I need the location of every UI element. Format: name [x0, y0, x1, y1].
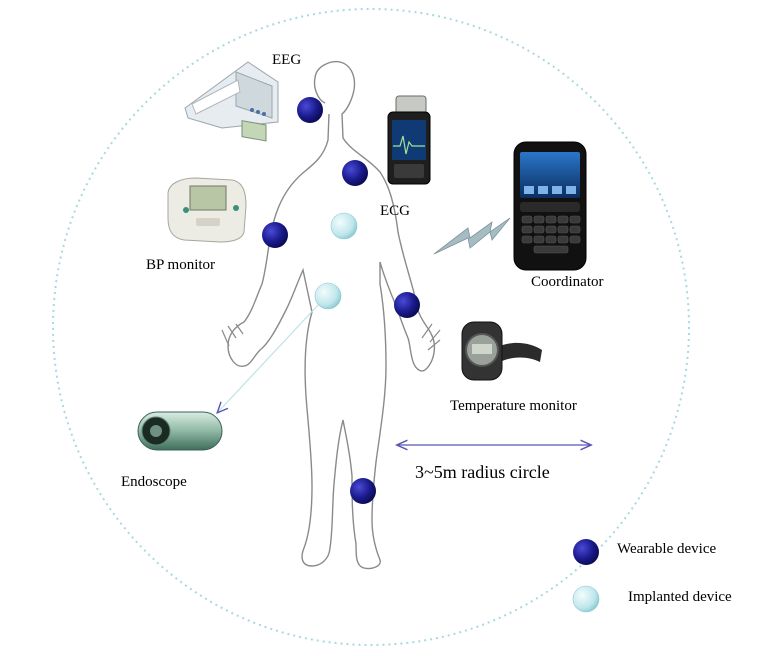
- left-hand-fingers: [221, 323, 244, 347]
- wrist-wearable-sensor: [394, 292, 420, 318]
- ecg-wearable-sensor: [342, 160, 368, 186]
- legend-wearable-label: Wearable device: [617, 541, 717, 557]
- temperature-monitor-icon: [461, 321, 542, 381]
- legend-wearable-marker: [573, 539, 599, 565]
- endoscope-link-line: [218, 302, 321, 412]
- endoscope-label: Endoscope: [121, 474, 187, 490]
- eeg-wearable-sensor: [297, 97, 323, 123]
- coordinator-phone-icon: [513, 141, 587, 271]
- range-label: 3~5m radius circle: [415, 462, 550, 482]
- wireless-lightning-icon: [433, 217, 511, 255]
- bp-monitor-label: BP monitor: [146, 257, 216, 273]
- ecg-device-icon: [387, 95, 431, 185]
- human-body-outline: [227, 60, 436, 570]
- eeg-device-icon: [184, 61, 279, 142]
- abdomen-implanted-sensor: [314, 282, 342, 310]
- bp-monitor-device-icon: [167, 177, 247, 243]
- leg-wearable-sensor: [350, 478, 376, 504]
- bp-wearable-sensor: [262, 222, 288, 248]
- legend-implanted-marker: [572, 585, 600, 613]
- temperature-monitor-label: Temperature monitor: [450, 398, 577, 414]
- legend-implanted-label: Implanted device: [628, 589, 732, 605]
- range-circle: [52, 8, 690, 646]
- coordinator-label: Coordinator: [531, 274, 604, 290]
- right-hand-fingers: [421, 323, 441, 351]
- ecg-label: ECG: [380, 203, 410, 219]
- endoscope-capsule-icon: [137, 411, 223, 451]
- chest-implanted-sensor: [330, 212, 358, 240]
- eeg-label: EEG: [272, 52, 302, 68]
